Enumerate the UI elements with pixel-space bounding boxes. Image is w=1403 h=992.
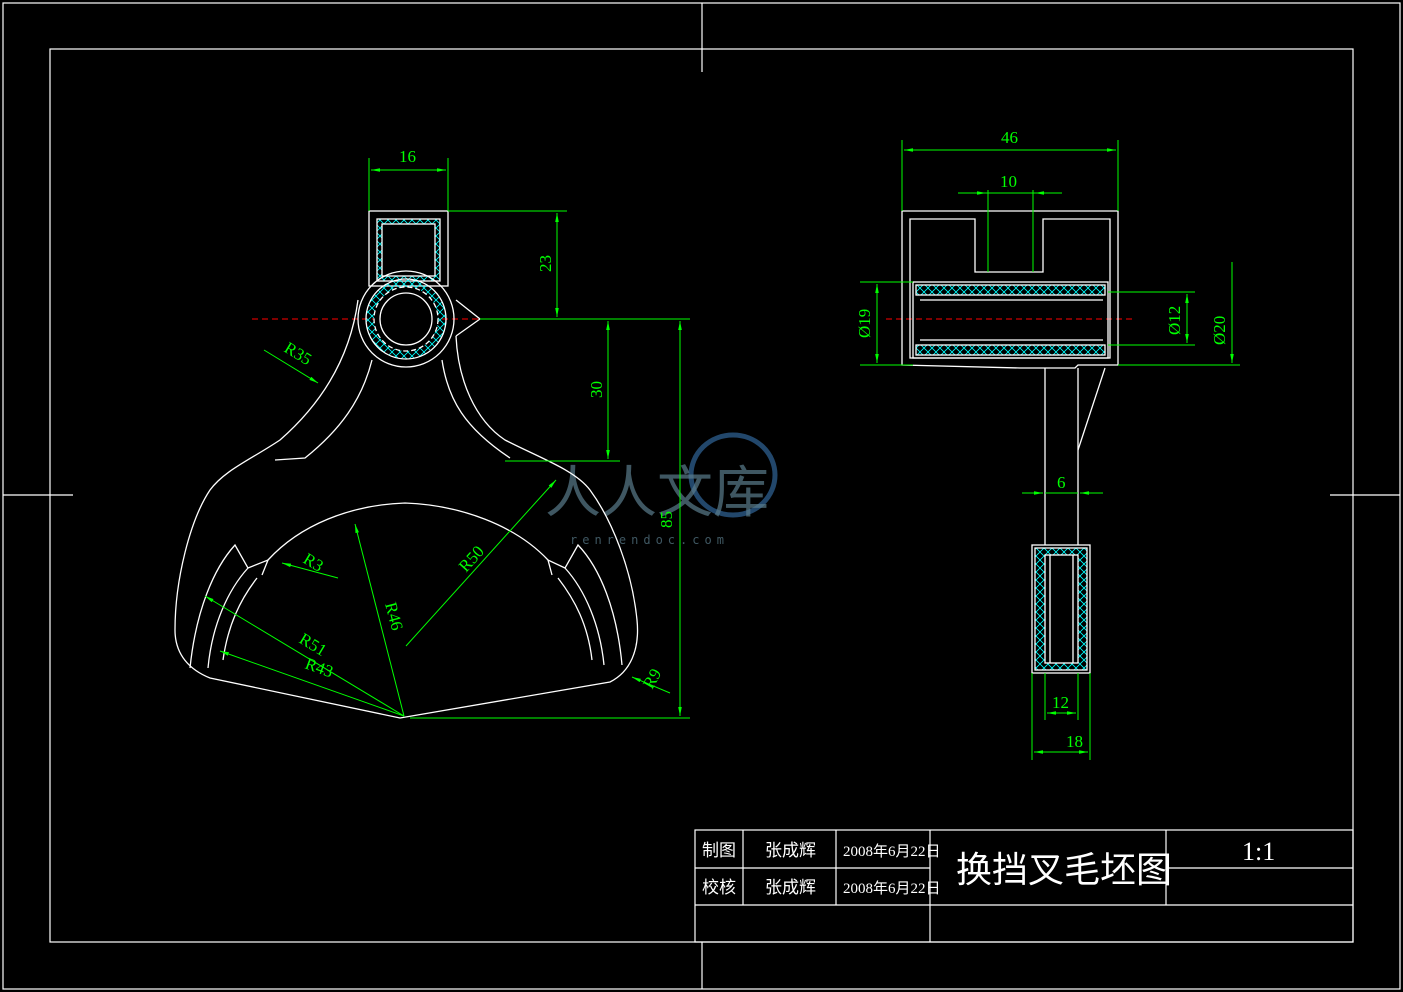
- dim-r46: R46: [381, 600, 407, 632]
- dim-16: 16: [399, 147, 416, 166]
- side-hub-hatch-bottom: [915, 344, 1106, 356]
- dim-r9: R9: [639, 665, 665, 692]
- hub-bore: [379, 292, 433, 346]
- dim-46: 46: [1001, 128, 1018, 147]
- dim-6: 6: [1057, 473, 1066, 492]
- fork-right-inner-edge: [441, 359, 511, 459]
- dim-12: 12: [1052, 693, 1069, 712]
- side-view: 46 10 Ø19 Ø12 Ø20 6 12 18: [855, 128, 1240, 760]
- left-jaw-inner: [222, 577, 258, 661]
- watermark: 人人文库 renrendoc.com: [545, 432, 778, 547]
- dim-r35: R35: [281, 338, 315, 369]
- dim-dia12: Ø12: [1165, 306, 1184, 335]
- fork-body: [174, 299, 639, 719]
- front-dimension-lines: [204, 158, 690, 719]
- right-jaw: [564, 543, 623, 666]
- right-jaw-notch: [547, 558, 566, 576]
- arm-rib: [1077, 367, 1106, 451]
- title-block: 制图 张成辉 2008年6月22日 校核 张成辉 2008年6月22日 换挡叉毛…: [694, 829, 1354, 943]
- right-jaw-inner: [557, 577, 593, 661]
- fork-left-inner-edge: [274, 359, 373, 461]
- watermark-url: renrendoc.com: [570, 533, 729, 547]
- front-view: 16 23 30 85 R35 R3 R50 R46 R51 R43 R9: [174, 147, 690, 719]
- dim-r43: R43: [303, 654, 336, 682]
- watermark-text: 人人文库: [545, 461, 769, 526]
- tb-draw-label: 制图: [702, 841, 736, 861]
- fork-inner-arc: [267, 502, 549, 561]
- tb-draw-name: 张成辉: [765, 841, 816, 861]
- tb-check-label: 校核: [702, 878, 736, 898]
- side-hub-hatch-top: [915, 284, 1106, 296]
- top-lug-bore: [381, 223, 436, 277]
- side-body: [901, 210, 1119, 369]
- dim-dia19: Ø19: [855, 309, 874, 338]
- left-jaw-notch: [247, 558, 270, 576]
- dim-r50: R50: [455, 542, 488, 576]
- side-dimension-lines: [860, 140, 1240, 760]
- dim-dia20: Ø20: [1210, 316, 1229, 345]
- dim-85: 85: [657, 511, 676, 528]
- title-block-grid: [694, 829, 1354, 943]
- tb-drawing-title: 换挡叉毛坯图: [956, 850, 1172, 891]
- tb-scale: 1:1: [1242, 837, 1275, 866]
- dim-r3: R3: [300, 549, 327, 576]
- tb-draw-date: 2008年6月22日: [843, 843, 941, 860]
- dim-23: 23: [536, 255, 555, 272]
- tb-check-date: 2008年6月22日: [843, 880, 941, 897]
- dim-30: 30: [587, 381, 606, 398]
- side-outline: [901, 210, 1119, 674]
- side-hub: [912, 281, 1109, 359]
- hub-ring: [373, 286, 439, 352]
- tb-check-name: 张成辉: [765, 878, 816, 898]
- watermark-logo-ring: [688, 432, 778, 518]
- dim-18: 18: [1066, 732, 1083, 751]
- hub-outer: [357, 270, 455, 368]
- hub-lug: [455, 299, 482, 337]
- pad: [1031, 544, 1091, 674]
- fork-outline: [174, 210, 639, 719]
- left-jaw: [189, 543, 249, 669]
- dim-10: 10: [1000, 172, 1017, 191]
